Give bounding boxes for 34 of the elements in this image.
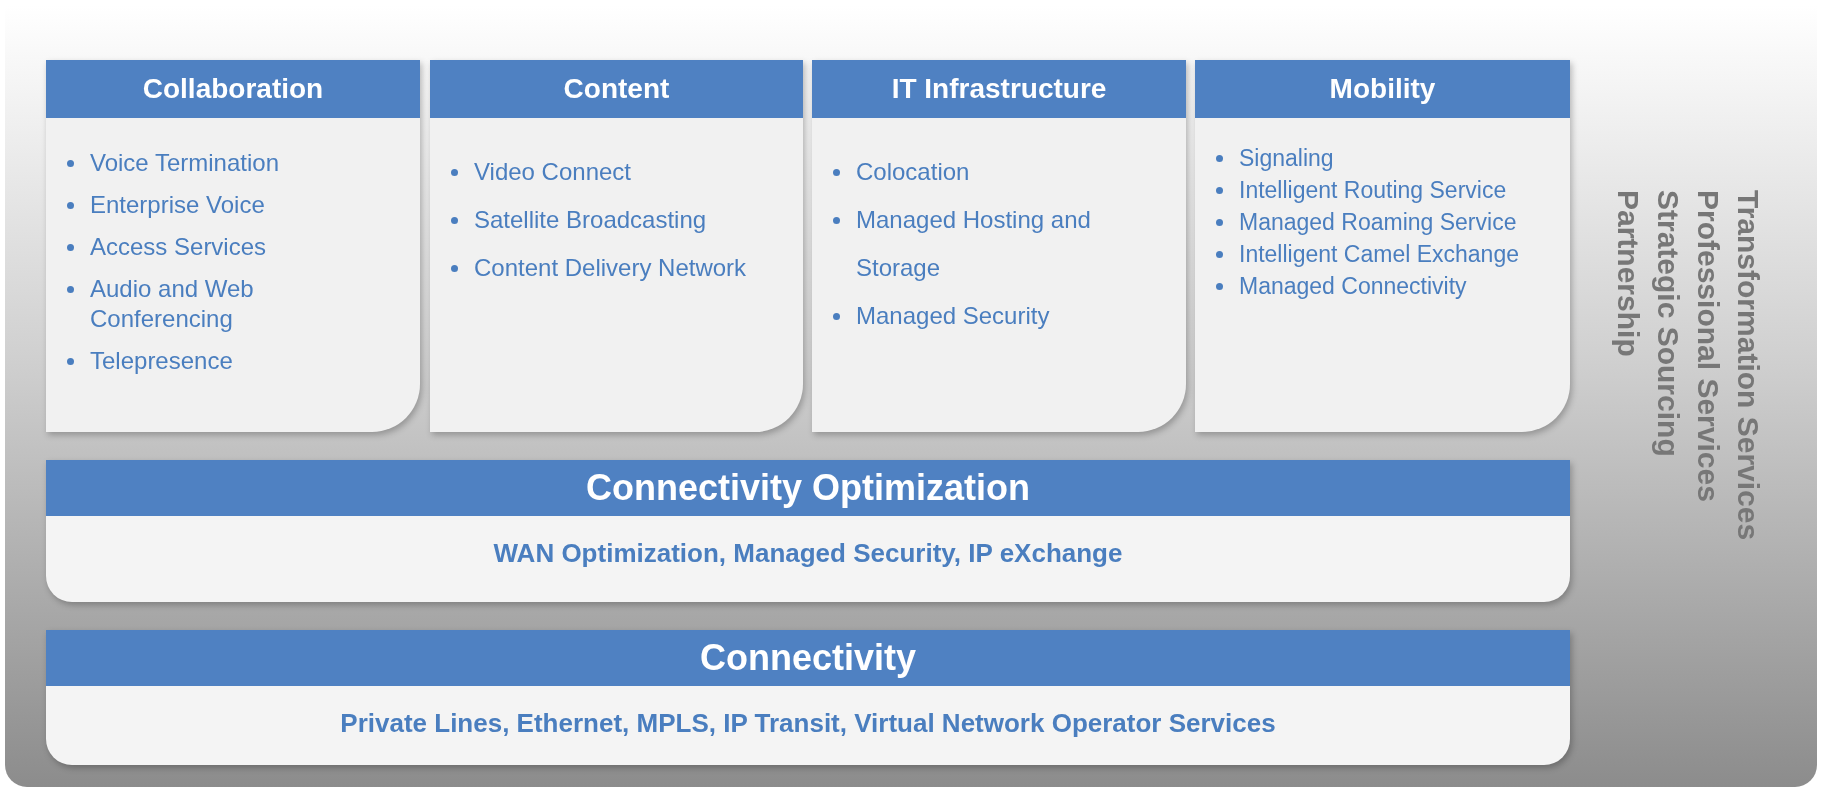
card-header: Mobility [1195,60,1570,118]
side-label: Professional Services [1691,190,1726,502]
list-item-text: Managed Hosting and Storage [856,205,1092,283]
card-header: Collaboration [46,60,420,118]
side-label: Transformation Services [1731,190,1766,541]
list-item-text: Intelligent Routing Service [1239,176,1507,204]
list-item-text: Voice Termination [90,148,279,178]
service-card [46,60,420,432]
list-item-text: Telepresence [90,346,233,376]
list-item-text: Access Services [90,232,267,262]
list-item-text: Satellite Broadcasting [474,205,707,235]
list-item-text: Video Connect [474,157,631,187]
side-label: Partnership [1611,190,1646,357]
service-card [812,60,1186,432]
card-header: IT Infrastructure [812,60,1186,118]
side-label: Strategic Sourcing [1651,190,1686,457]
band-header: Connectivity Optimization [46,460,1570,516]
list-item-text: Enterprise Voice [90,190,265,220]
list-item-text: Managed Connectivity [1239,272,1467,300]
card-header: Content [430,60,803,118]
layer-band [46,460,1570,602]
list-item-text: Signaling [1239,144,1334,172]
service-card [430,60,803,432]
list-item-text: Managed Roaming Service [1239,208,1517,236]
list-item-text: Colocation [856,157,970,187]
band-text: WAN Optimization, Managed Security, IP eXchange [493,538,1123,569]
service-card [1195,60,1570,432]
list-item-text: Intelligent Camel Exchange [1239,240,1519,268]
list-item-text: Audio and Web Conferencing [90,274,255,334]
band-header: Connectivity [46,630,1570,686]
list-item-text: Content Delivery Network [474,253,747,283]
layer-band [46,630,1570,765]
list-item-text: Managed Security [856,301,1050,331]
band-text: Private Lines, Ethernet, MPLS, IP Transit, Virtual Network Operator Services [340,708,1276,739]
